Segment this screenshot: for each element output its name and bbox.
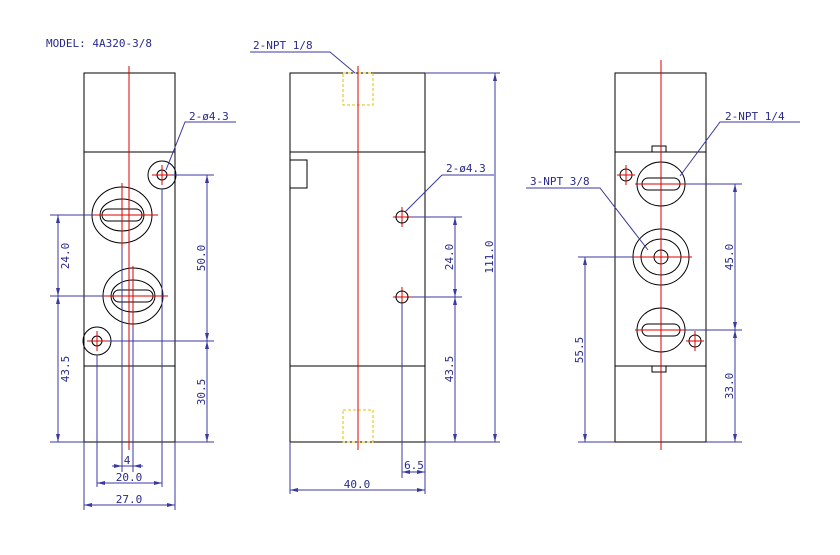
model-label: MODEL: 4A320-3/8	[46, 37, 152, 50]
dimension-arrowhead	[154, 481, 162, 485]
left-view-dim-20: 20.0	[116, 471, 143, 484]
middle-view-callout-hole: 2-ø4.3	[446, 162, 486, 175]
dimension-arrowhead	[205, 175, 209, 183]
dimension-arrowhead	[84, 503, 92, 507]
dimension-arrowhead	[114, 464, 122, 468]
dimension-arrowhead	[583, 257, 587, 265]
middle-view-dim-40: 40.0	[344, 478, 371, 491]
right-view-tab-top	[651, 145, 667, 153]
right-view-callout-npt38: 3-NPT 3/8	[530, 175, 590, 188]
left-view-dim-4: 4	[124, 454, 131, 467]
dimension-arrowhead	[453, 289, 457, 297]
dimension-arrowhead	[402, 470, 410, 474]
middle-view-dim-43_5: 43.5	[443, 356, 456, 383]
middle-view: 2-NPT 1/8 2-ø4.3 24.0 43.5 111.0 6.5 40.…	[250, 39, 500, 494]
dimension-arrowhead	[733, 330, 737, 338]
dimension-arrowhead	[290, 488, 298, 492]
dimension-arrowhead	[733, 434, 737, 442]
middle-view-mount-hole-upper	[395, 210, 409, 224]
dimension-arrowhead	[133, 464, 141, 468]
dimension-arrowhead	[453, 434, 457, 442]
dimension-arrowhead	[493, 434, 497, 442]
right-view-tab-bottom	[651, 365, 667, 373]
dimension-arrowhead	[56, 296, 60, 304]
left-view-dim-24: 24.0	[59, 243, 72, 270]
middle-view-dim-6_5: 6.5	[404, 459, 424, 472]
left-view-dim-50: 50.0	[195, 245, 208, 272]
dimension-arrowhead	[56, 215, 60, 223]
dimension-arrowhead	[453, 297, 457, 305]
right-view-callout-npt14: 2-NPT 1/4	[725, 110, 785, 123]
dimension-arrowhead	[493, 73, 497, 81]
dimension-arrowhead	[733, 322, 737, 330]
right-view-dim-55_5: 55.5	[573, 337, 586, 364]
left-view-dim-27: 27.0	[116, 493, 143, 506]
middle-view-dim-111: 111.0	[483, 240, 496, 273]
dimension-arrowhead	[205, 434, 209, 442]
middle-view-callout-top: 2-NPT 1/8	[253, 39, 313, 52]
left-view-callout-leader	[165, 121, 236, 171]
dimension-arrowhead	[97, 481, 105, 485]
middle-view-callout-hole-leader	[404, 174, 494, 213]
right-view-dim-33: 33.0	[723, 373, 736, 400]
left-view-dim-30_5: 30.5	[195, 379, 208, 406]
middle-view-side-tab	[289, 159, 308, 189]
right-view: 2-NPT 1/4 3-NPT 3/8 45.0 33.0 55.5	[526, 60, 800, 450]
dimension-arrowheads	[56, 73, 737, 507]
left-view-callout: 2-ø4.3	[189, 110, 229, 123]
dimension-arrowhead	[417, 470, 425, 474]
dimension-arrowhead	[56, 288, 60, 296]
dimension-arrowhead	[417, 488, 425, 492]
dimension-arrowhead	[453, 217, 457, 225]
middle-view-dim-24: 24.0	[443, 244, 456, 271]
right-view-callout-npt38-leader	[526, 187, 649, 251]
left-view: 2-ø4.3 24.0 43.5 50.0 30.5 4 20.0 27.0	[50, 66, 236, 510]
dimension-arrowhead	[167, 503, 175, 507]
dimension-arrowhead	[205, 333, 209, 341]
right-view-callout-npt14-leader	[679, 121, 800, 177]
right-view-dim-45: 45.0	[723, 244, 736, 271]
left-view-dim-43_5: 43.5	[59, 356, 72, 383]
dimension-arrowhead	[205, 341, 209, 349]
dimension-arrowhead	[56, 434, 60, 442]
dimension-arrowhead	[733, 184, 737, 192]
dimension-arrowhead	[583, 434, 587, 442]
middle-view-callout-top-leader	[250, 51, 356, 74]
